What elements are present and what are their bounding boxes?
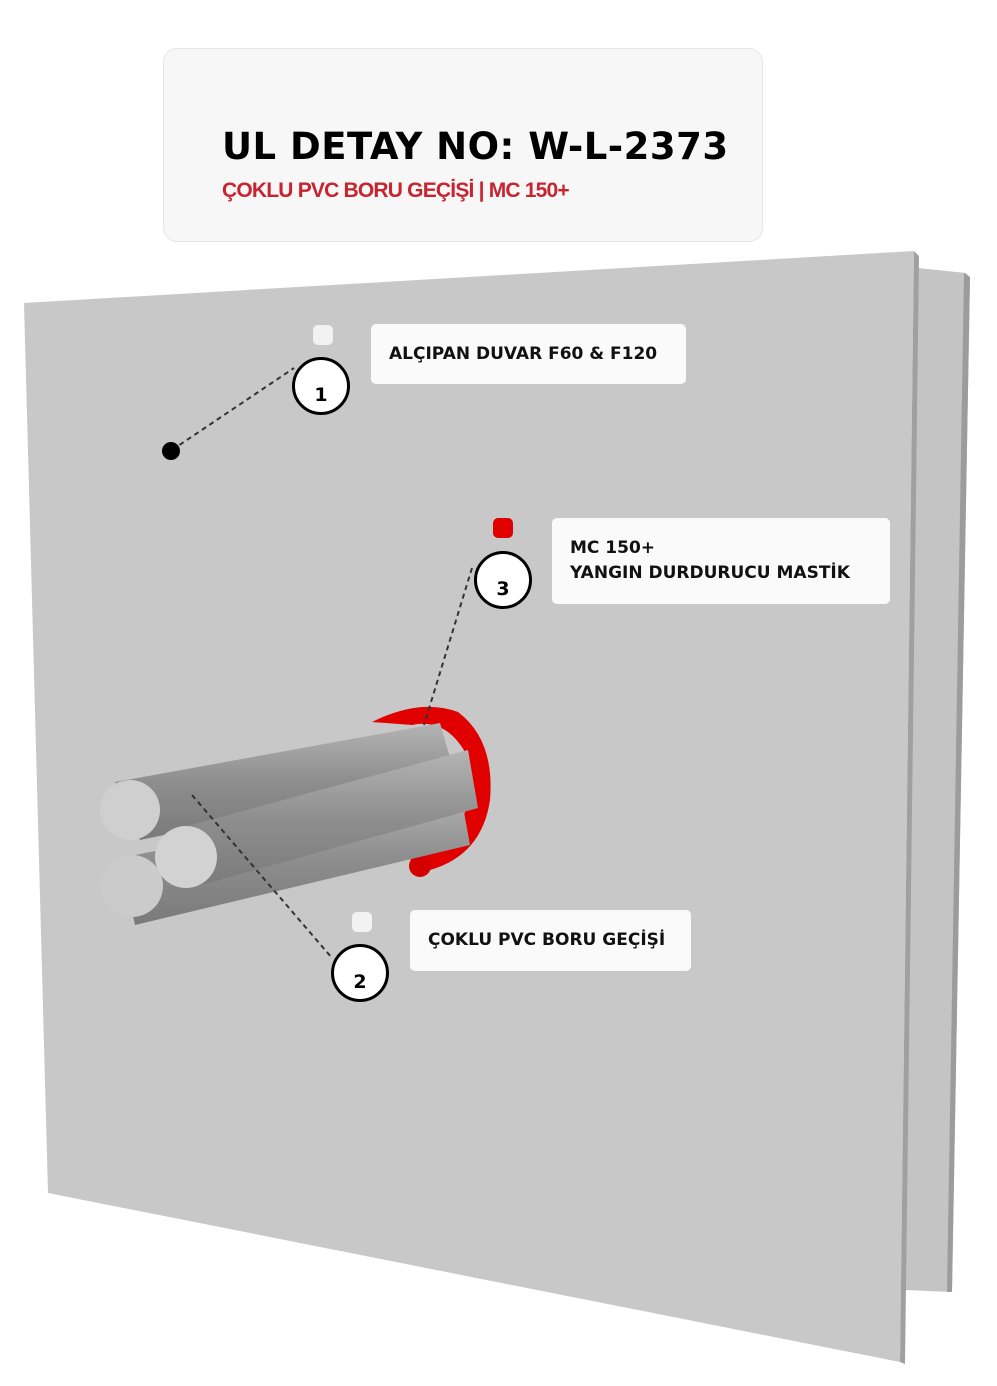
callout-label-2: ÇOKLU PVC BORU GEÇİŞİ: [410, 910, 691, 971]
page-title: UL DETAY NO: W-L-2373: [222, 125, 729, 168]
title-card: UL DETAY NO: W-L-2373 ÇOKLU PVC BORU GEÇ…: [163, 48, 763, 242]
pipe-middle: [180, 750, 478, 888]
pipe-end-middle: [155, 826, 217, 888]
sealant-bead: [409, 855, 431, 877]
back-wall-edge: [947, 273, 970, 1292]
callout-number-2: 2: [331, 944, 389, 1002]
marker-1: [313, 325, 333, 345]
callout-number-1: 1: [292, 357, 350, 415]
pipe-end-bottom: [101, 855, 163, 917]
marker-2: [352, 912, 372, 932]
callout-text: MC 150+: [570, 538, 656, 558]
callout-text: ÇOKLU PVC BORU GEÇİŞİ: [428, 930, 666, 950]
leader-line-3: [423, 567, 473, 726]
callout-number-3: 3: [474, 551, 532, 609]
leader-dot-1: [162, 442, 180, 460]
callout-label-1: ALÇIPAN DUVAR F60 & F120: [371, 324, 686, 384]
callout-text: YANGIN DURDURUCU MASTİK: [570, 563, 850, 583]
callout-label-3: MC 150+ YANGIN DURDURUCU MASTİK: [552, 518, 890, 604]
pipe-top: [115, 723, 455, 840]
front-wall-edge: [900, 251, 919, 1364]
page-subtitle: ÇOKLU PVC BORU GEÇİŞİ | MC 150+: [222, 179, 570, 202]
leader-line-1: [171, 367, 295, 451]
callout-text: ALÇIPAN DUVAR F60 & F120: [389, 343, 658, 364]
pipe-end-top: [100, 780, 160, 840]
marker-3: [493, 518, 513, 538]
